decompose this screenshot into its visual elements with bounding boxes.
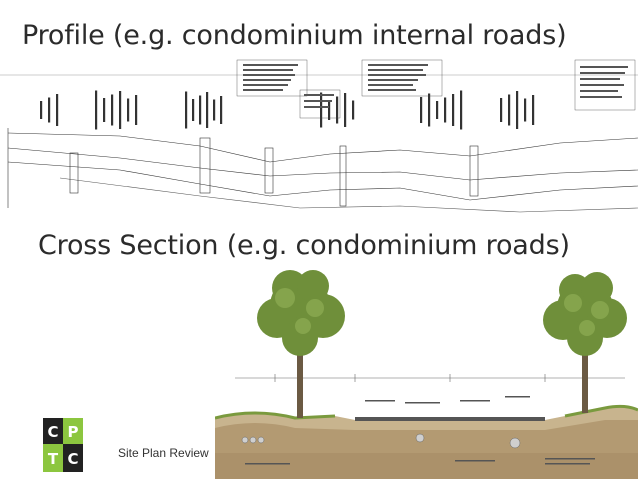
slide-title-profile: Profile (e.g. condominium internal roads…: [22, 20, 567, 51]
cross-section-drawing: [215, 270, 638, 479]
slide-title-cross-section: Cross Section (e.g. condominium roads): [38, 230, 570, 261]
footer-label: Site Plan Review: [118, 446, 209, 460]
profile-drawing: [0, 58, 638, 223]
svg-text:T: T: [48, 450, 59, 468]
svg-text:C: C: [47, 423, 58, 441]
cptc-logo: C P T C: [43, 418, 83, 472]
svg-text:P: P: [68, 423, 79, 441]
svg-text:C: C: [67, 450, 78, 468]
